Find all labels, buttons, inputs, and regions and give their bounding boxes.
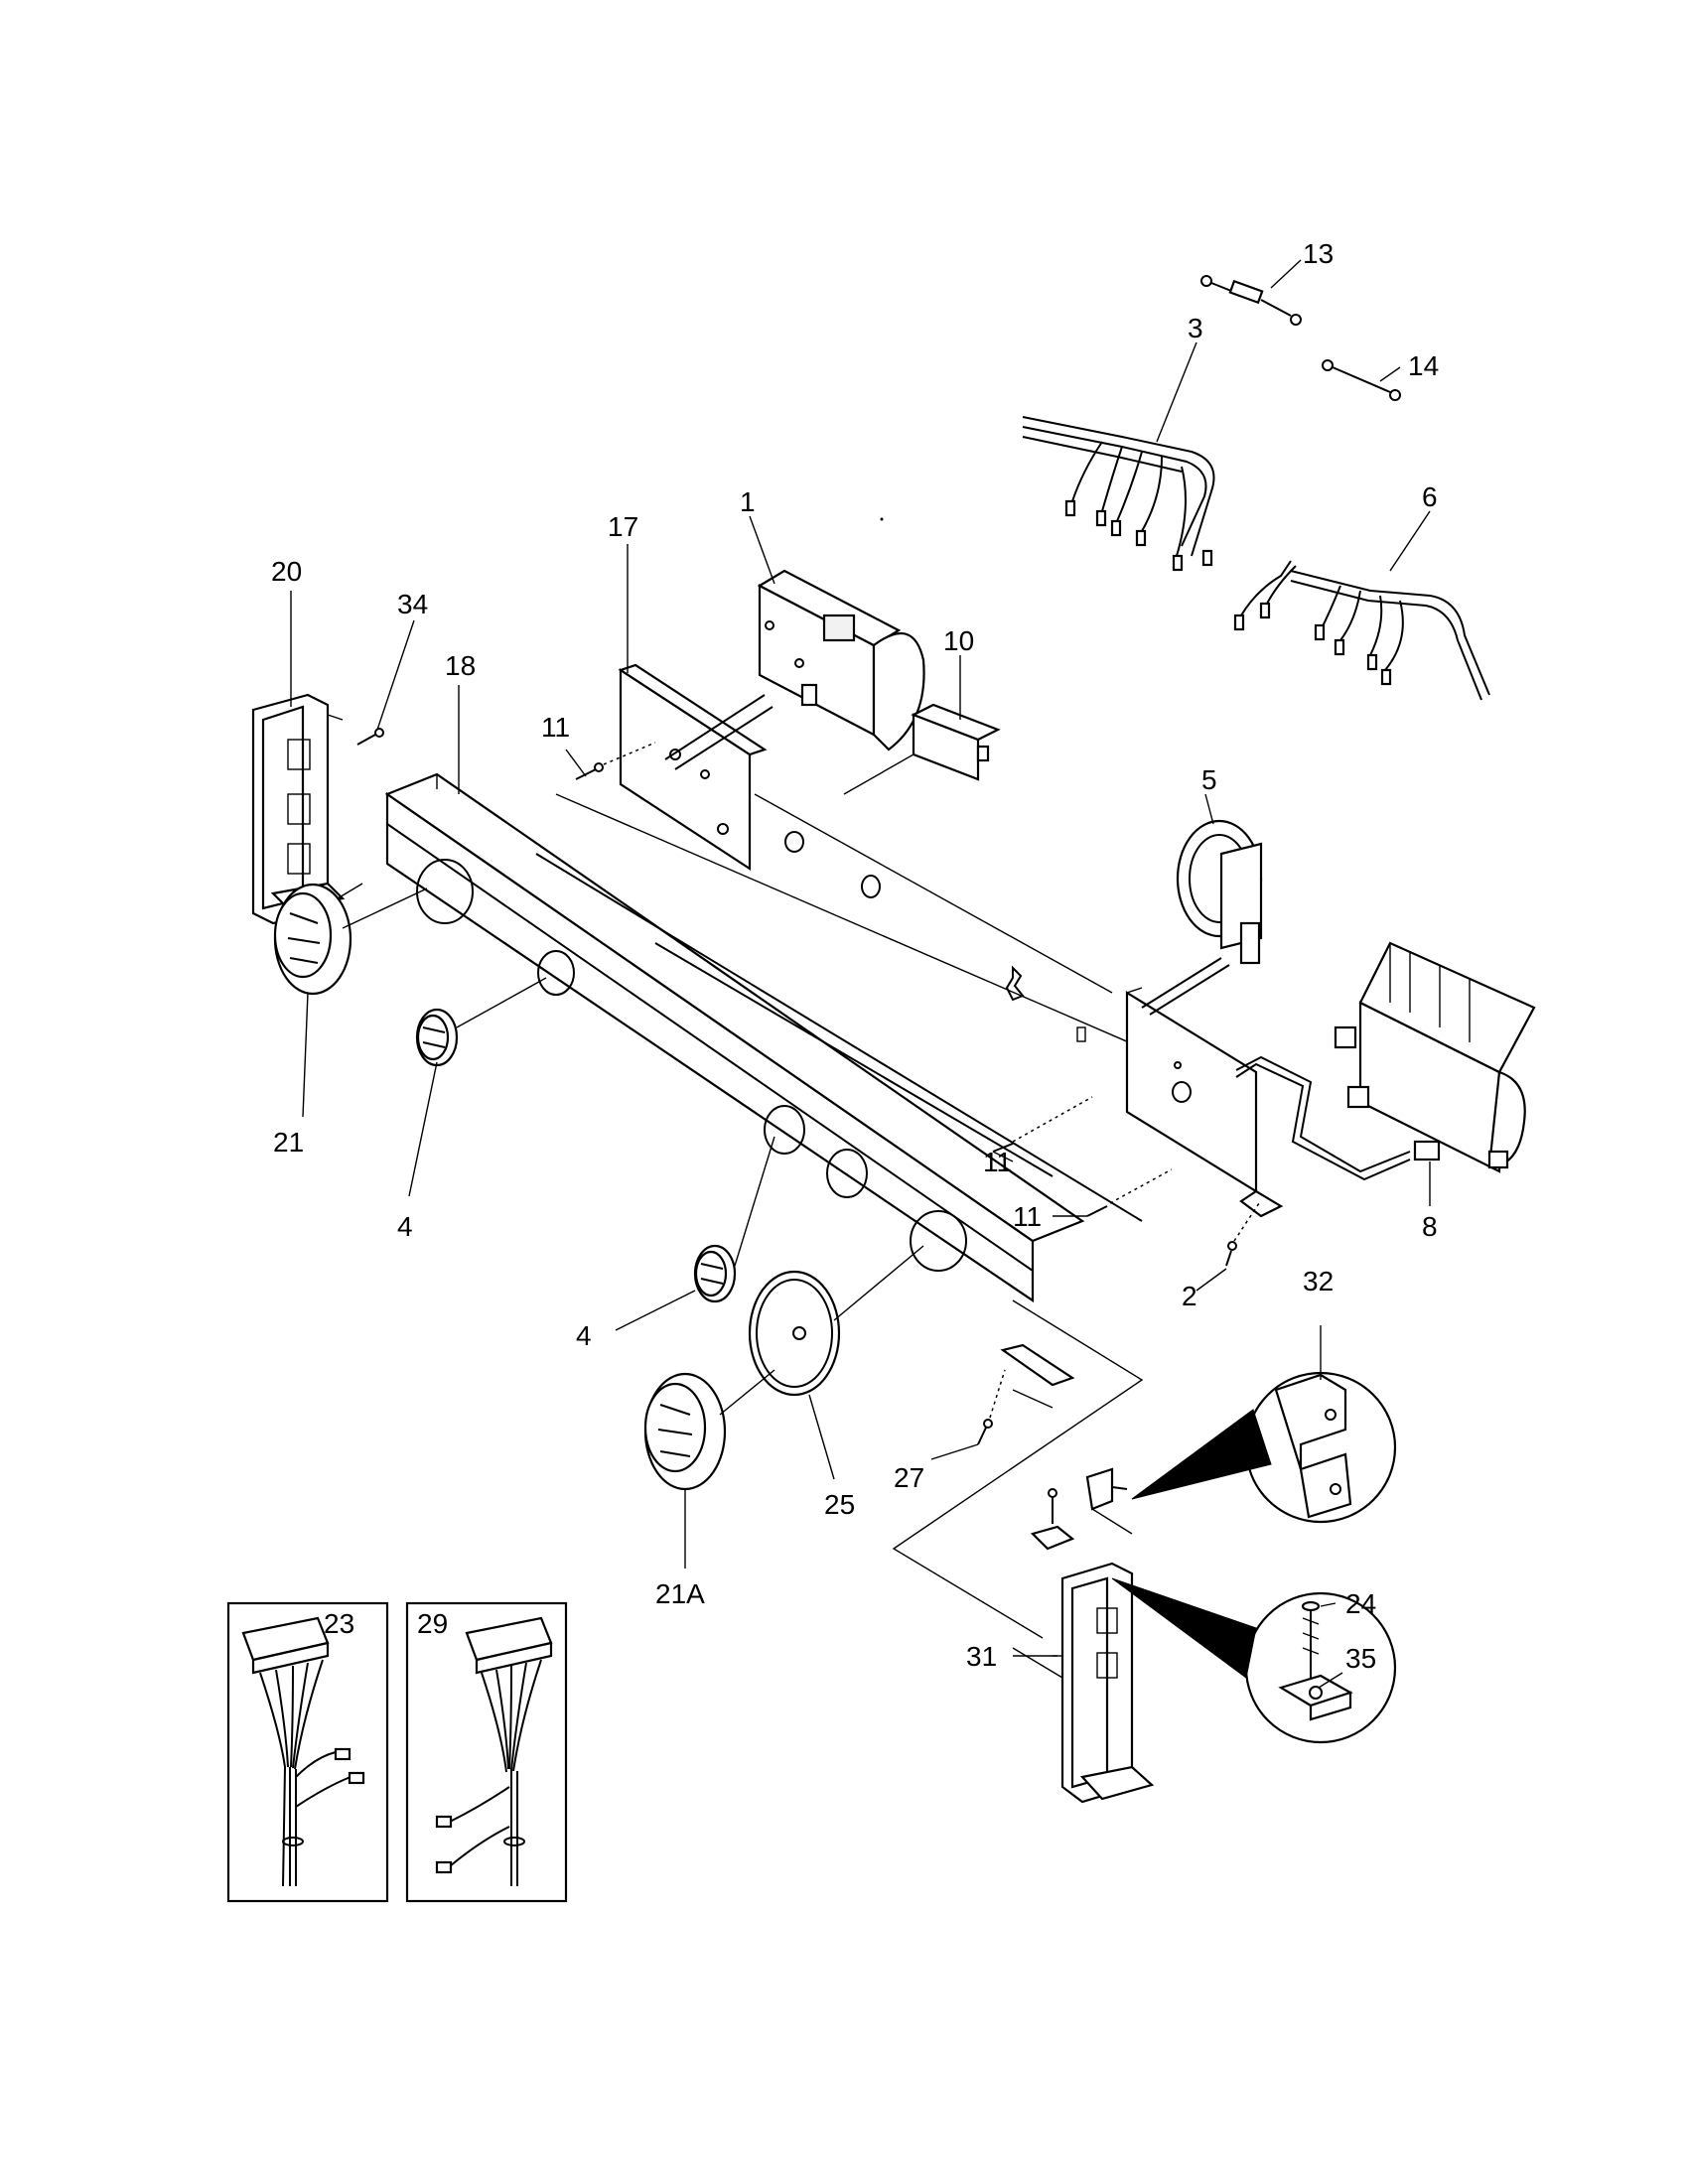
label-34: 34 — [397, 589, 428, 619]
screw-11-left — [575, 742, 656, 780]
label-21: 21 — [273, 1127, 304, 1158]
label-10: 10 — [943, 625, 974, 656]
label-31: 31 — [966, 1641, 997, 1672]
label-14: 14 — [1408, 350, 1439, 381]
label-25: 25 — [824, 1489, 855, 1520]
leader-lines — [290, 259, 1431, 1689]
label-20: 20 — [271, 556, 302, 587]
dial-25 — [748, 1270, 841, 1397]
label-11-left: 11 — [541, 712, 570, 743]
label-6: 6 — [1422, 481, 1438, 512]
left-bracket — [618, 663, 768, 872]
left-end-cap — [251, 693, 346, 925]
inset-box-29 — [405, 1601, 568, 1903]
label-4-upper: 4 — [397, 1211, 413, 1242]
label-4-lower: 4 — [576, 1320, 592, 1351]
wire-13 — [1200, 275, 1302, 326]
knob-21 — [273, 883, 352, 996]
module-part — [1334, 941, 1536, 1173]
label-13: 13 — [1303, 238, 1334, 269]
label-27: 27 — [894, 1462, 924, 1493]
clip-part — [1085, 1467, 1133, 1535]
screw-11-mid — [992, 1096, 1093, 1153]
detail-circle-24-35 — [1111, 1577, 1397, 1744]
inset-box-23 — [226, 1601, 389, 1903]
wire-harness-6 — [1233, 560, 1490, 701]
label-1: 1 — [740, 486, 756, 517]
knob-21a — [643, 1372, 727, 1491]
label-18: 18 — [445, 650, 476, 681]
screw-27 — [977, 1369, 1006, 1445]
screw-34 — [356, 728, 384, 746]
module-wire — [1235, 1055, 1411, 1173]
label-5: 5 — [1201, 764, 1217, 795]
part-labels: 1 2 3 4 4 5 6 8 10 11 11 11 13 14 17 18 … — [271, 238, 1439, 1674]
label-21a: 21A — [655, 1578, 705, 1609]
right-bracket — [1125, 987, 1284, 1218]
label-2: 2 — [1182, 1281, 1197, 1311]
screw-2 — [1225, 1202, 1260, 1267]
wire-14 — [1322, 359, 1401, 401]
switch-part — [843, 703, 1001, 795]
wire-harness-3 — [1022, 416, 1215, 572]
console-back-panel — [535, 793, 1153, 1222]
label-11-low: 11 — [1013, 1201, 1042, 1232]
label-8: 8 — [1422, 1211, 1438, 1242]
label-32: 32 — [1303, 1266, 1334, 1297]
control-panel — [384, 772, 1085, 1387]
small-screw — [1030, 1488, 1075, 1551]
screw-11-low — [1086, 1168, 1173, 1217]
knob-4-upper — [415, 1008, 459, 1067]
label-24: 24 — [1345, 1588, 1376, 1619]
label-17: 17 — [608, 511, 638, 542]
detail-circle-32 — [1131, 1371, 1397, 1524]
label-29: 29 — [417, 1608, 448, 1639]
label-3: 3 — [1188, 313, 1203, 343]
label-23: 23 — [324, 1608, 354, 1639]
right-end-cap — [892, 1299, 1155, 1804]
label-35: 35 — [1345, 1643, 1376, 1674]
timer-part — [664, 569, 925, 770]
knob-4-lower — [693, 1244, 737, 1303]
label-11-mid: 11 — [983, 1147, 1012, 1177]
selector-switch-part — [1141, 819, 1263, 1016]
